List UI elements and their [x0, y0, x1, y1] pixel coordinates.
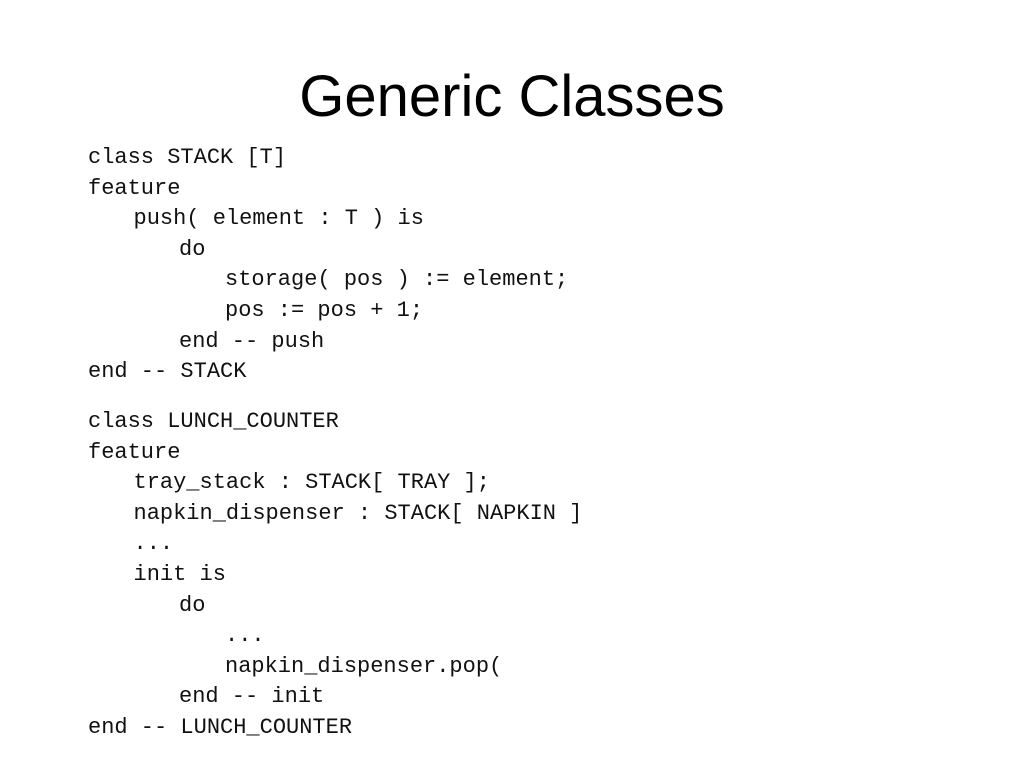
slide-title: Generic Classes	[299, 64, 725, 129]
code-line: init is	[133, 561, 226, 587]
code-line: do	[179, 592, 206, 618]
code-line: do	[179, 236, 206, 262]
code-line: class LUNCH_COUNTER	[88, 409, 339, 434]
code-line: end -- push	[179, 328, 325, 354]
code-block-lunch-counter-class: class LUNCH_COUNTER feature tray_stack :…	[88, 407, 582, 744]
code-line: end -- STACK	[88, 359, 247, 385]
code-line: feature	[88, 439, 181, 465]
code-line: ...	[133, 531, 174, 557]
code-line: storage( pos ) := element;	[225, 267, 569, 293]
code-line: end -- LUNCH_COUNTER	[88, 714, 353, 740]
code-line: end -- init	[179, 684, 325, 710]
code-line: push( element : T ) is	[133, 206, 424, 232]
code-line: tray_stack : STACK[ TRAY ];	[133, 470, 490, 496]
code-line: napkin_dispenser : STACK[ NAPKIN ]	[133, 500, 583, 526]
code-line: class STACK [T]	[88, 145, 287, 170]
code-line: napkin_dispenser.pop(	[225, 653, 503, 679]
code-line: pos := pos + 1;	[225, 297, 424, 323]
code-block-stack-class: class STACK [T] feature push( element : …	[88, 143, 568, 388]
code-line: feature	[88, 175, 181, 201]
code-line: ...	[225, 623, 265, 649]
